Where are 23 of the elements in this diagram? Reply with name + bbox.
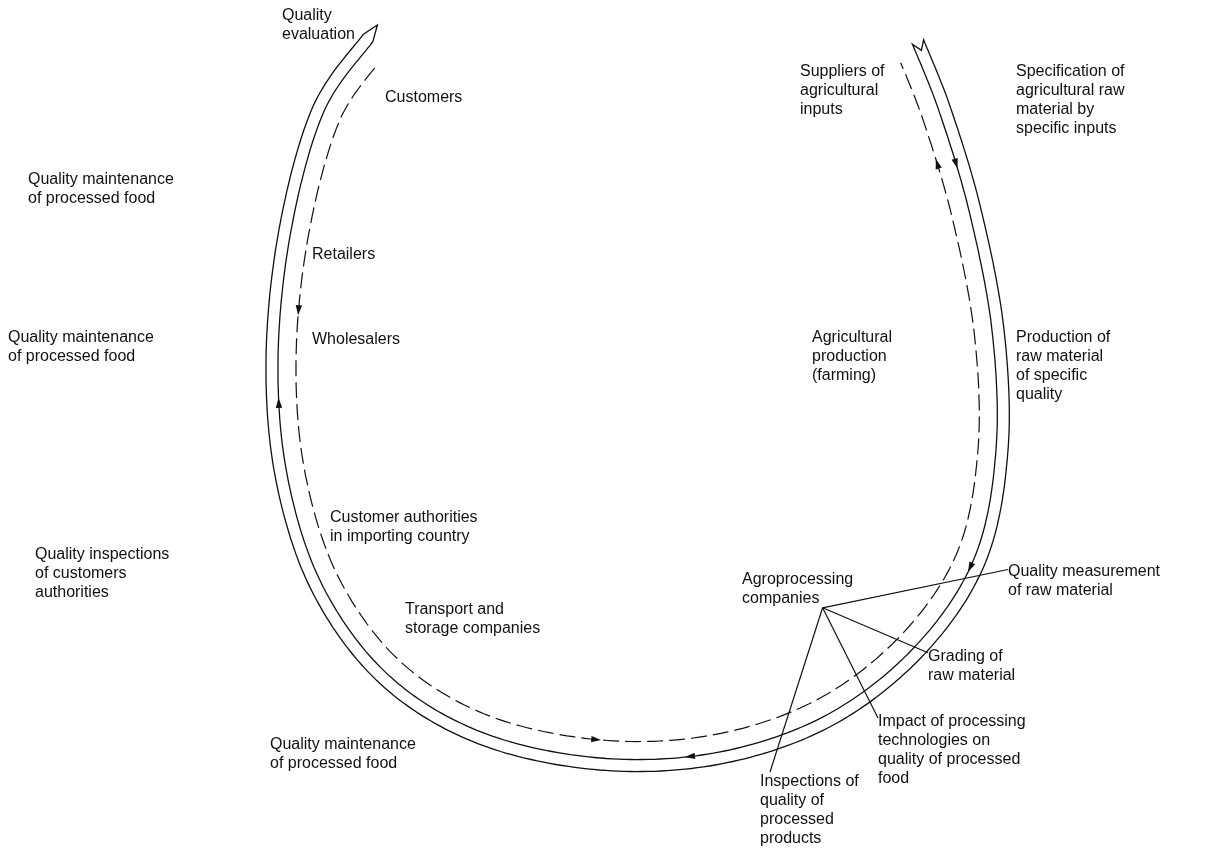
- leader-line: [822, 607, 879, 719]
- annotation-label: Grading of raw material: [928, 647, 1023, 685]
- label-text: Suppliers of agricultural inputs: [800, 62, 886, 119]
- annotation-label: Quality measurement of raw material: [1008, 562, 1168, 600]
- label-text: Retailers: [312, 245, 377, 264]
- leader-line: [769, 607, 824, 773]
- annotation-label: Agroprocessing companies: [742, 570, 872, 608]
- label-text: Transport and storage companies: [405, 600, 542, 638]
- label-text: Quality maintenance of processed food: [28, 170, 175, 208]
- label-text: Quality maintenance of processed food: [270, 735, 417, 773]
- annotation-label: Impact of processing technologies on quality of processed food: [878, 712, 1038, 788]
- leader-line: [822, 607, 929, 654]
- leader-line: [822, 568, 1009, 609]
- label-text: Quality evaluation: [282, 6, 356, 44]
- label-text: Agricultural production (farming): [812, 328, 894, 385]
- label-text: Quality maintenance of processed food: [8, 328, 155, 366]
- label-text: Customer authorities in importing country: [330, 508, 479, 546]
- label-text: Production of raw material of specific quality: [1016, 328, 1112, 404]
- annotation-label: Inspections of quality of processed products: [760, 772, 860, 848]
- label-text: Customers: [385, 88, 464, 107]
- label-text: Specification of agricultural raw material by specific inputs: [1016, 62, 1126, 138]
- label-text: Quality inspections of customers authorities: [35, 545, 171, 602]
- label-text: Wholesalers: [312, 330, 402, 349]
